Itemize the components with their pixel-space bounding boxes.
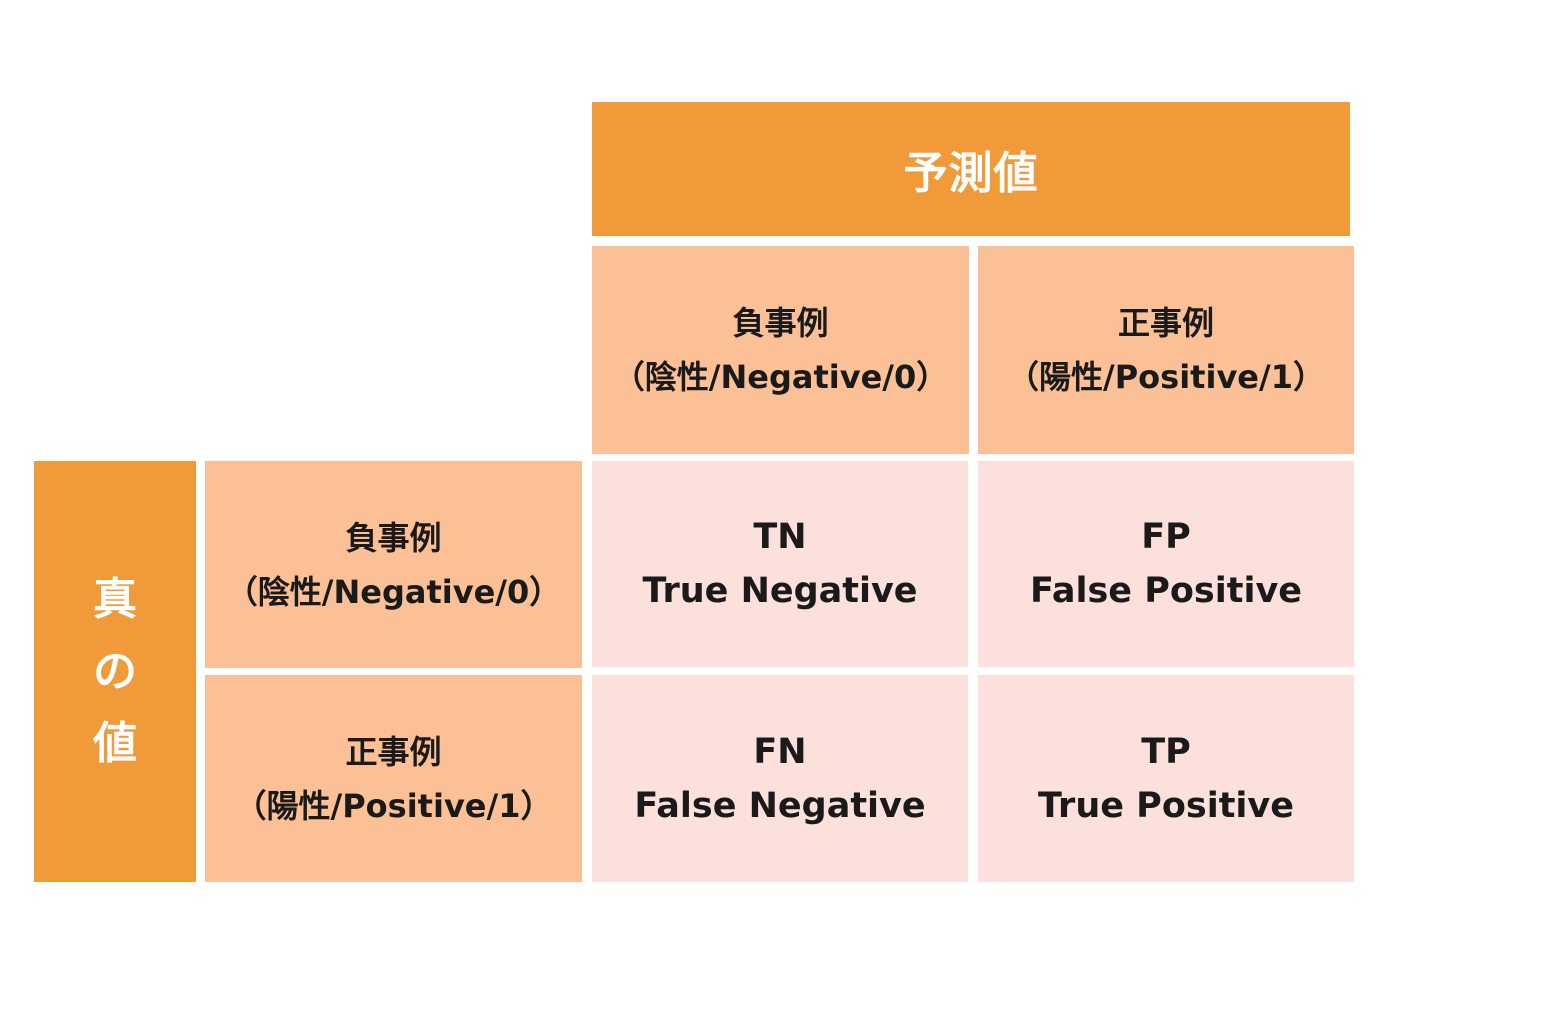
row-header-positive-title: 正事例 [345, 732, 442, 771]
cell-false-positive: FP False Positive [978, 461, 1354, 667]
cell-true-negative: TN True Negative [592, 461, 968, 667]
predicted-value-label: 予測値 [903, 148, 1039, 199]
row-header-negative: 負事例 （陰性/Negative/0） [205, 461, 582, 668]
actual-value-char-3: 値 [93, 717, 137, 769]
actual-value-header: 真 の 値 [34, 461, 196, 882]
cell-fn-abbr: FN [753, 731, 807, 772]
cell-fn-full: False Negative [634, 785, 926, 826]
row-header-negative-title: 負事例 [345, 518, 442, 557]
row-header-negative-sub: （陰性/Negative/0） [225, 572, 562, 611]
cell-tp-full: True Positive [1038, 785, 1294, 826]
column-header-negative-title: 負事例 [732, 304, 829, 342]
predicted-value-header: 予測値 [592, 102, 1350, 236]
cell-tn-abbr: TN [753, 517, 807, 557]
cell-tn-full: True Negative [642, 571, 918, 611]
actual-value-char-2: の [93, 645, 137, 697]
cell-fp-full: False Positive [1029, 571, 1303, 611]
column-header-negative: 負事例 （陰性/Negative/0） [592, 246, 969, 454]
actual-value-char-1: 真 [93, 573, 137, 625]
column-header-positive-sub: （陽性/Positive/1） [1007, 358, 1325, 396]
cell-false-negative: FN False Negative [592, 675, 968, 882]
cell-true-positive: TP True Positive [978, 675, 1354, 882]
column-header-positive: 正事例 （陽性/Positive/1） [978, 246, 1354, 454]
column-header-negative-sub: （陰性/Negative/0） [612, 358, 949, 396]
column-header-positive-title: 正事例 [1117, 304, 1214, 342]
row-header-positive-sub: （陽性/Positive/1） [234, 786, 553, 825]
row-header-positive: 正事例 （陽性/Positive/1） [205, 675, 582, 882]
cell-fp-abbr: FP [1141, 517, 1191, 557]
cell-tp-abbr: TP [1141, 731, 1191, 772]
